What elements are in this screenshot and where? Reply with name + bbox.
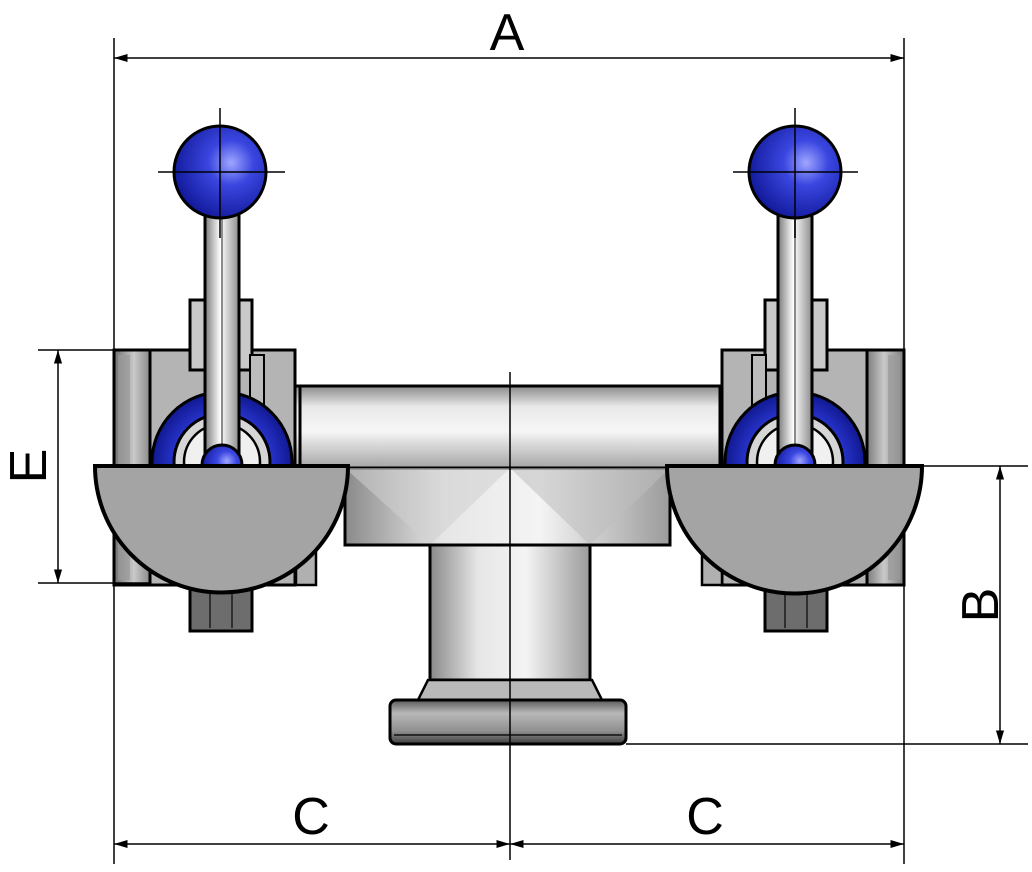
tee-body <box>343 466 672 702</box>
dimension-c <box>113 585 905 864</box>
dimension-b <box>626 465 1028 745</box>
dimension-a-label: A <box>490 4 525 62</box>
dimension-b-label: B <box>952 588 1010 623</box>
left-butterfly-valve <box>92 124 351 633</box>
dimension-e-label: E <box>0 449 58 484</box>
outlet-flange <box>388 698 628 746</box>
dimension-a <box>113 38 905 350</box>
centre-lines <box>158 108 858 860</box>
dimension-e <box>38 349 150 584</box>
right-butterfly-valve <box>664 124 925 633</box>
dimension-c-right-label: C <box>686 788 724 846</box>
dimension-c-left-label: C <box>292 788 330 846</box>
